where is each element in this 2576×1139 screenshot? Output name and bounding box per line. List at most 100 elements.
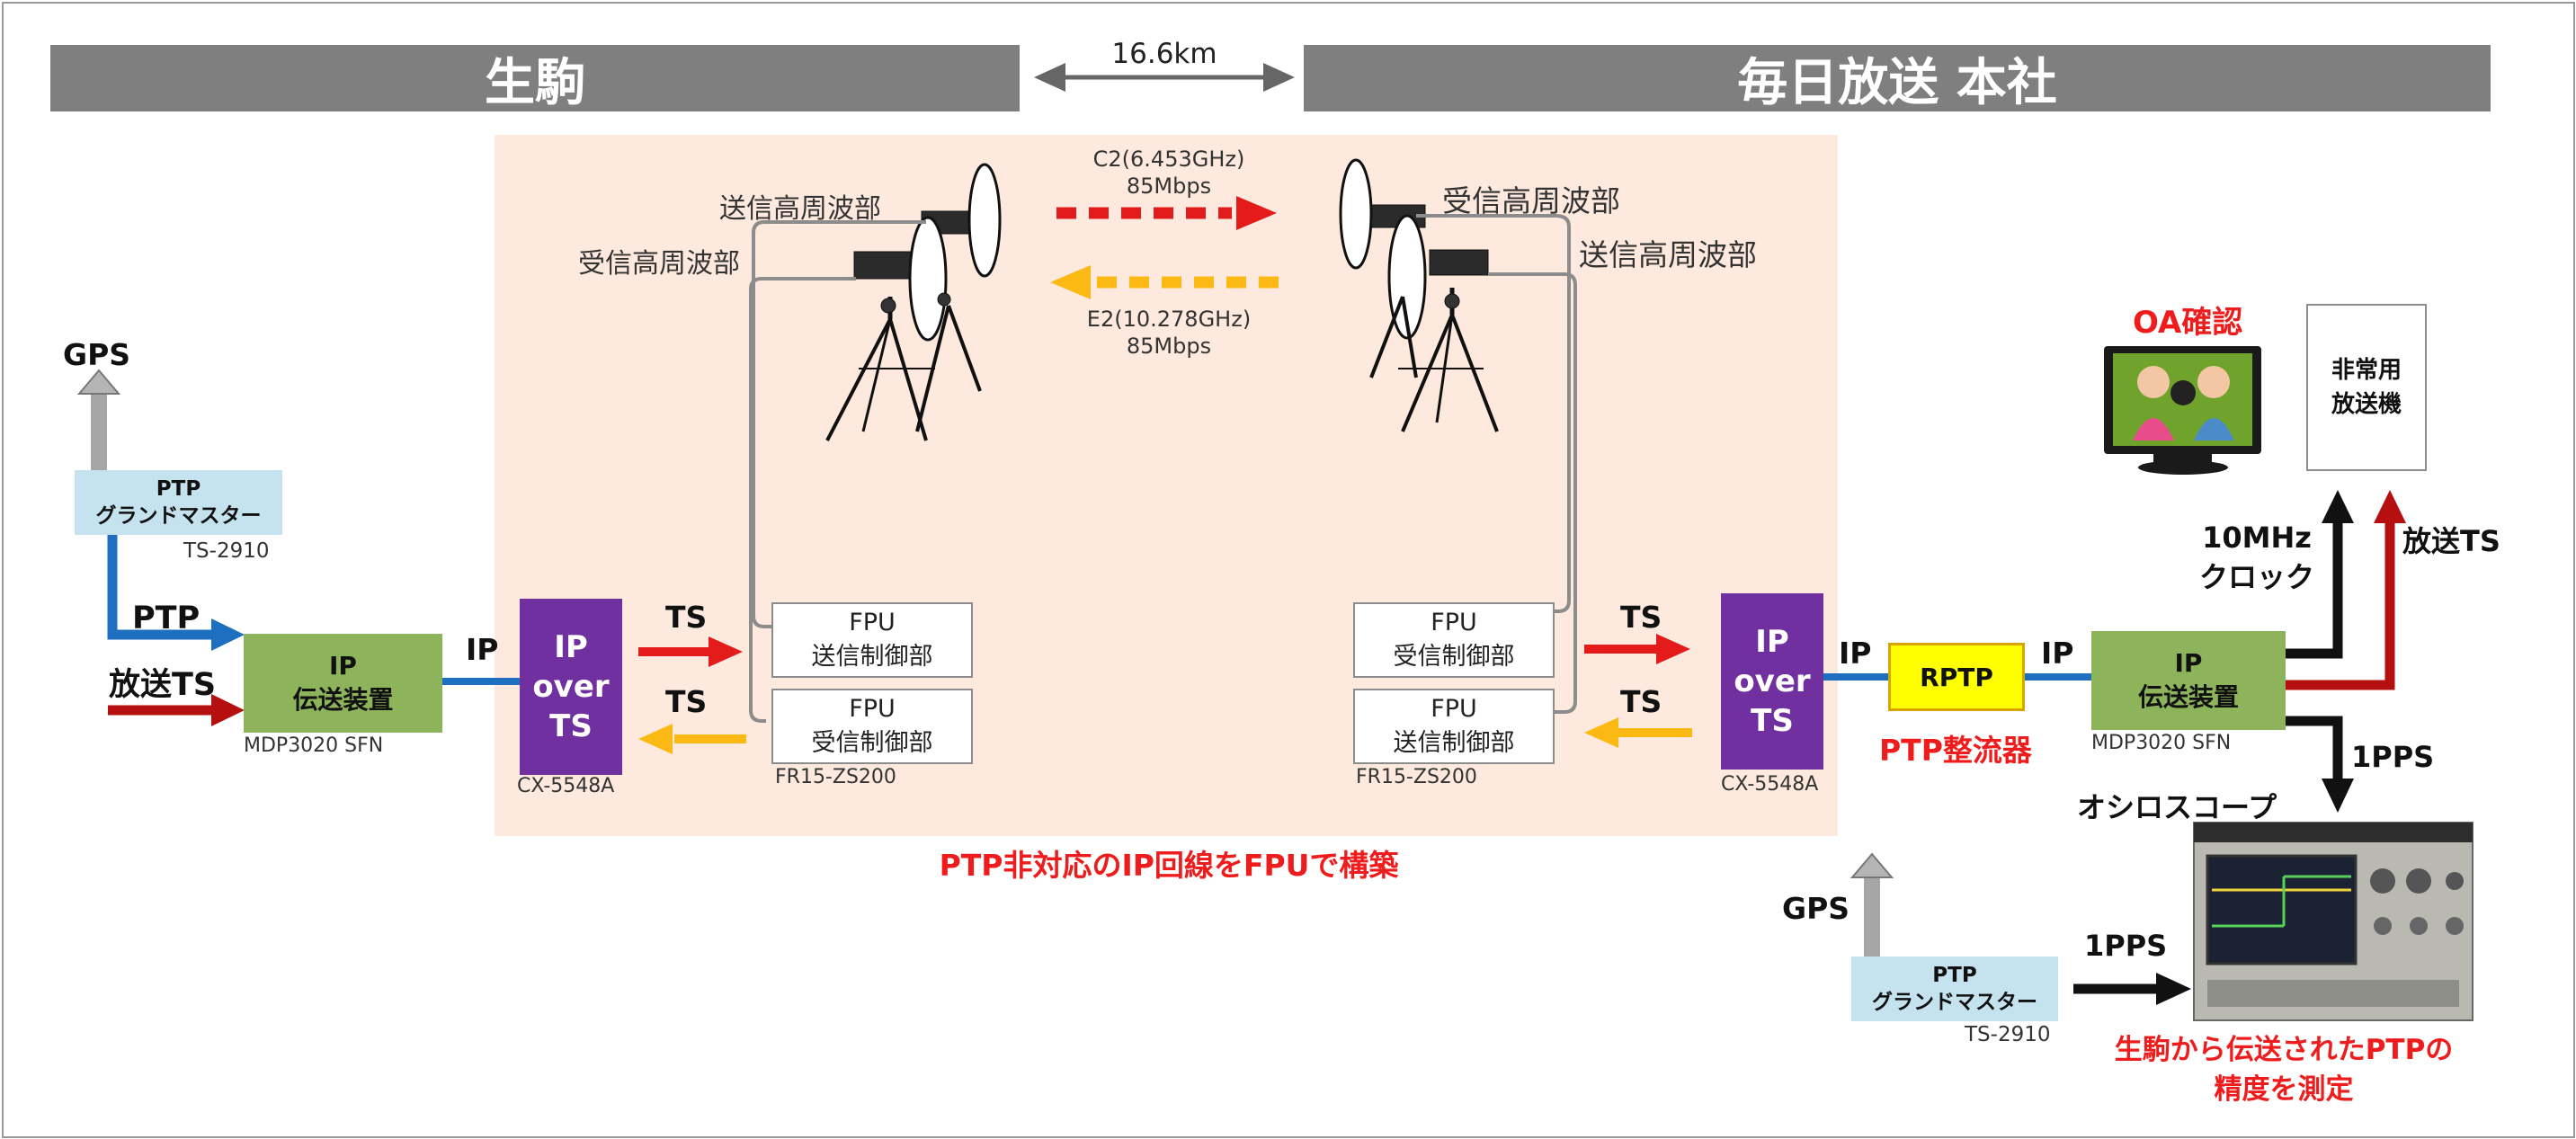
clock-arrow [2286, 490, 2354, 659]
ts-label-right-bottom: TS [1620, 684, 1662, 719]
right-tx-rf-label: 送信高周波部 [1579, 237, 1757, 272]
right-ts-rx-arrow [1584, 634, 1690, 664]
right-antenna [1339, 158, 1499, 432]
ptp-gm-right-model: TS-2910 [1965, 1023, 2051, 1046]
bts-up-arrow [2286, 490, 2406, 690]
ts-label-left-top: TS [665, 600, 708, 635]
ip-over-ts-right: IP over TS [1721, 593, 1823, 770]
site-banner-left: 生駒 [50, 45, 1020, 112]
ipover-left-line3: TS [549, 708, 593, 744]
gps-antenna-right [1850, 852, 1894, 958]
left-rx-rf-label: 受信高周波部 [578, 248, 740, 280]
measure-line2: 精度を測定 [2214, 1073, 2354, 1106]
distance-label: 16.6km [1111, 38, 1217, 70]
ts-label-left-bottom: TS [665, 684, 708, 719]
rptp-box: RPTP [1888, 643, 2025, 711]
fpu-rx-left-line2: 受信制御部 [811, 729, 933, 757]
pps-label-upper: 1PPS [2351, 740, 2435, 774]
ptp-label-left: PTP [132, 601, 201, 636]
left-ptp-arrow [107, 535, 245, 651]
pps-right-arrow [2073, 973, 2191, 1005]
fpu-zone-caption: PTP非対応のIP回線をFPUで構築 [939, 848, 1399, 883]
ip-tx-left-line2: 伝送装置 [292, 685, 394, 715]
ptp-grandmaster-left: PTP グランドマスター [75, 470, 282, 535]
ptp-gm-left-line2: グランドマスター [95, 504, 262, 528]
clock-line1: 10MHz [2202, 521, 2312, 555]
distance-arrow [1034, 63, 1295, 92]
oscilloscope [2193, 822, 2473, 1021]
ipover-right-line1: IP [1755, 624, 1789, 660]
right-cables [1416, 214, 1577, 714]
oscilloscope-label: オシロスコープ [2077, 790, 2277, 824]
ip-over-ts-left: IP over TS [520, 599, 622, 775]
c2-dashed-arrow [1056, 196, 1277, 230]
ipover-left-line2: over [532, 669, 610, 705]
rptp-caption: PTP整流器 [1879, 733, 2032, 768]
site-banner-right: 毎日放送 本社 [1304, 45, 2491, 112]
e2-rate: 85Mbps [1126, 334, 1212, 359]
measure-caption: 生駒から伝送されたPTPの 精度を測定 [2095, 1025, 2473, 1115]
right-rx-rf-label: 受信高周波部 [1442, 183, 1620, 218]
ptp-gm-right-line1: PTP [1932, 964, 1977, 987]
gps-label-right: GPS [1782, 891, 1850, 926]
ip-transmitter-left: IP 伝送装置 [244, 634, 442, 733]
left-tx-rf-label: 送信高周波部 [719, 193, 881, 225]
fpu-zone [495, 135, 1838, 836]
ipover-right-line3: TS [1751, 703, 1794, 739]
ip-rx-right-model: MDP3020 SFN [2091, 732, 2232, 754]
fpu-left-model: FR15-ZS200 [775, 766, 896, 788]
emergency-transmitter: 非常用 放送機 [2306, 304, 2427, 471]
ip-label-left: IP [466, 632, 499, 667]
c2-frequency: C2(6.453GHz) [1092, 147, 1245, 172]
ipover-right-line2: over [1734, 663, 1811, 699]
clock-label: 10MHz クロック [2194, 517, 2320, 598]
ipover-left-model: CX-5548A [517, 775, 615, 797]
broadcast-ts-label-right: 放送TS [2402, 524, 2500, 558]
fpu-rx-control-left: FPU 受信制御部 [771, 689, 973, 764]
clock-line2: クロック [2198, 560, 2314, 594]
fpu-tx-control-left: FPU 送信制御部 [771, 602, 973, 678]
emergency-line2: 放送機 [2331, 391, 2402, 418]
ptp-gm-left-model: TS-2910 [183, 539, 270, 563]
fpu-right-model: FR15-ZS200 [1356, 766, 1477, 788]
oa-monitor [2104, 346, 2261, 475]
left-bts-arrow [108, 694, 245, 726]
ip-rx-right-line2: 伝送装置 [2137, 682, 2239, 712]
fpu-tx-right-line1: FPU [1431, 695, 1477, 723]
e2-dashed-arrow [1050, 265, 1286, 299]
pps-down-arrow [2286, 716, 2354, 813]
measure-line1: 生駒から伝送されたPTPの [2114, 1034, 2454, 1066]
fpu-rx-right-line2: 受信制御部 [1393, 643, 1515, 671]
ptp-grandmaster-right: PTP グランドマスター [1851, 957, 2058, 1021]
gps-label-left: GPS [63, 337, 131, 372]
ip-receiver-right: IP 伝送装置 [2091, 631, 2286, 730]
gps-antenna-left [76, 369, 121, 470]
ts-label-right-top: TS [1620, 600, 1662, 635]
ipover-right-model: CX-5548A [1721, 773, 1819, 796]
right-ts-tx-arrow [1584, 717, 1692, 748]
e2-frequency: E2(10.278GHz) [1086, 307, 1252, 332]
fpu-tx-left-line1: FPU [849, 609, 896, 636]
c2-rate: 85Mbps [1126, 174, 1212, 199]
broadcast-ts-label-left: 放送TS [109, 667, 217, 703]
oa-check-label: OA確認 [2133, 305, 2243, 341]
ip-label-right-1: IP [1839, 636, 1872, 671]
fpu-rx-right-line1: FPU [1431, 609, 1477, 636]
left-ts-tx-arrow [638, 636, 743, 667]
fpu-rx-control-right: FPU 受信制御部 [1353, 602, 1555, 678]
emergency-line1: 非常用 [2331, 357, 2402, 384]
ptp-gm-right-line2: グランドマスター [1872, 991, 2037, 1014]
ptp-gm-left-line1: PTP [156, 477, 201, 501]
left-ts-rx-arrow [638, 724, 746, 754]
left-antenna [825, 163, 1002, 441]
ipover-left-line1: IP [554, 629, 588, 665]
fpu-tx-control-right: FPU 送信制御部 [1353, 689, 1555, 764]
ip-rx-right-line1: IP [2174, 648, 2203, 678]
pps-label-lower: 1PPS [2084, 929, 2168, 963]
left-cables [749, 220, 926, 723]
ip-tx-left-model: MDP3020 SFN [244, 734, 384, 757]
fpu-tx-right-line2: 送信制御部 [1393, 729, 1515, 757]
